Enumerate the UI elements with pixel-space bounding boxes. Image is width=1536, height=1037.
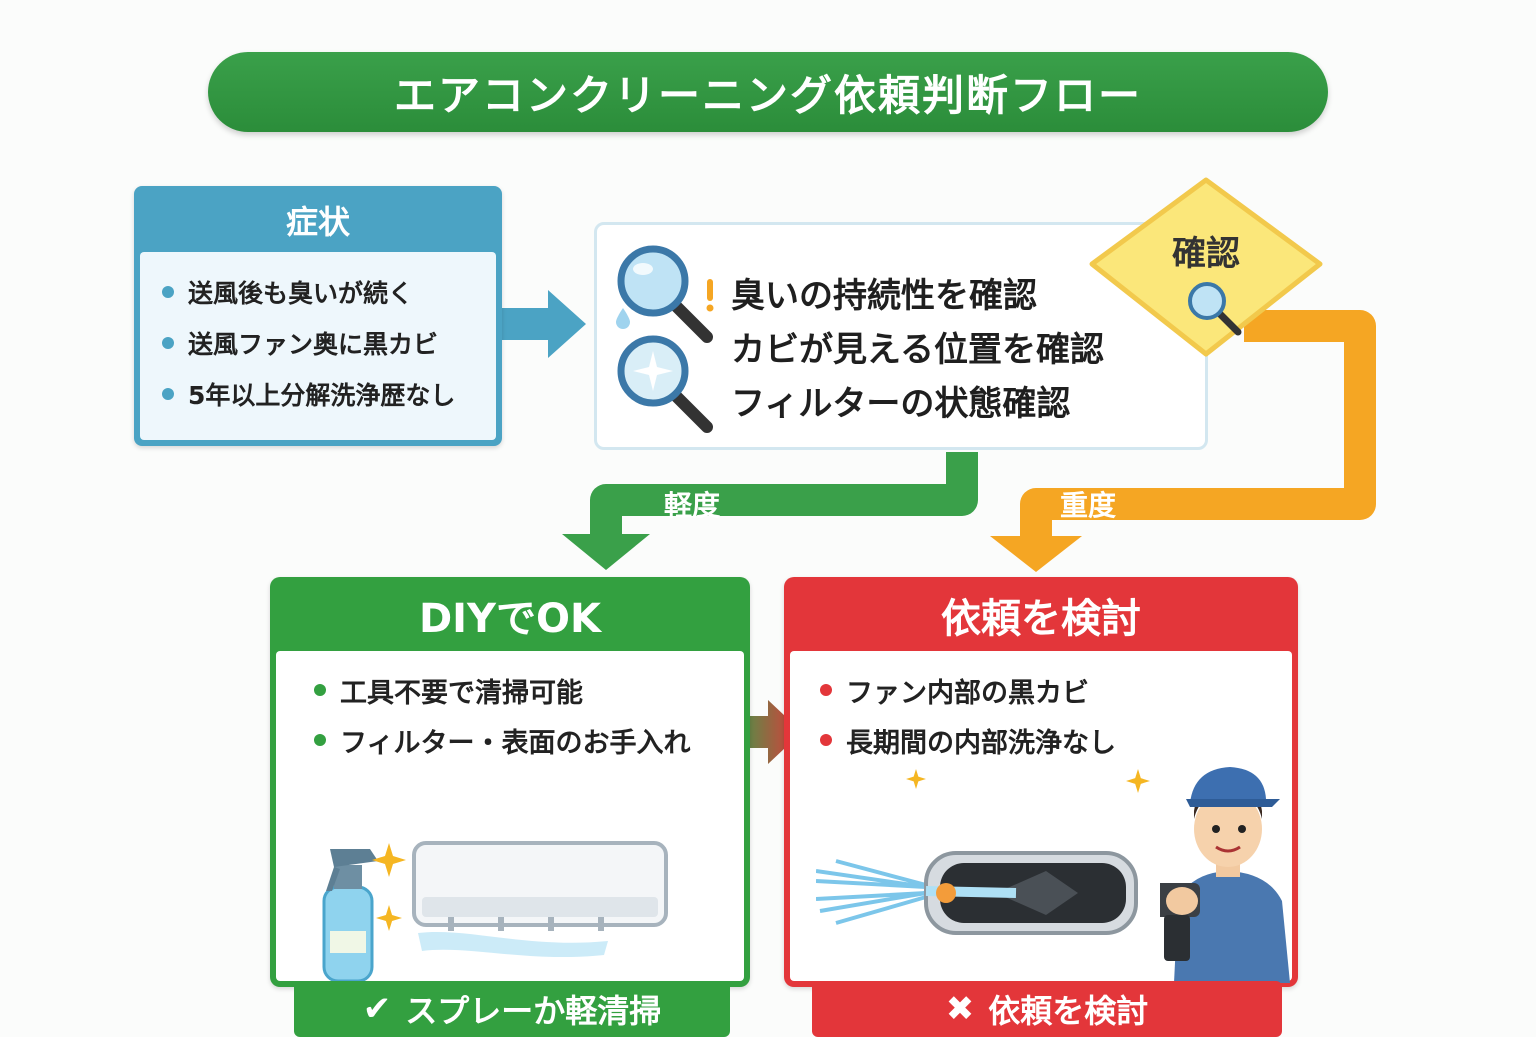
request-box: 依頼を検討 ファン内部の黒カビ 長期間の内部洗浄なし <box>784 577 1298 1037</box>
diy-list: 工具不要で清掃可能 フィルター・表面のお手入れ <box>314 665 690 765</box>
diy-heading: DIYでOK <box>418 596 602 642</box>
water-drop-icon <box>616 308 630 329</box>
bullet-dot <box>162 336 174 349</box>
checkmark-icon: ✔ <box>362 989 392 1029</box>
spray-bottle-icon <box>322 849 378 983</box>
bullet-dot <box>820 734 832 746</box>
diy-box: DIYでOK 工具不要で清掃可能 フィルター・表面のお手入れ <box>270 577 750 1037</box>
bullet-dot <box>314 684 326 696</box>
symptoms-box: 症状 送風後も臭いが続く 送風ファン奥に黒カビ 5年以上分解洗浄歴なし <box>134 186 502 446</box>
diy-result-label: スプレーか軽清掃 <box>405 992 662 1030</box>
confirm-box: 臭いの持続性を確認 カビが見える位置を確認 フィルターの状態確認 <box>594 222 1208 450</box>
magnifier-sparkle-icon <box>617 335 713 433</box>
decision-label: 確認 <box>1172 234 1240 274</box>
request-body: ファン内部の黒カビ 長期間の内部洗浄なし <box>790 651 1292 1037</box>
sparkle-icon <box>1126 769 1150 793</box>
request-result-banner: ✖ 依頼を検討 <box>812 981 1282 1037</box>
symptoms-heading: 症状 <box>285 203 350 241</box>
list-item: フィルター・表面のお手入れ <box>314 715 690 765</box>
bullet-dot <box>162 285 174 298</box>
sparkle-icon <box>376 905 402 931</box>
air-conditioner-icon <box>412 841 668 957</box>
list-item: 送風ファン奥に黒カビ <box>162 317 496 368</box>
magnifier-icon <box>1188 282 1242 336</box>
cross-icon: ✖ <box>945 989 975 1029</box>
branch-label-severe: 重度 <box>1060 489 1117 522</box>
exclamation-icon <box>706 279 714 312</box>
technician-icon <box>1160 767 1290 983</box>
list-item: 5年以上分解洗浄歴なし <box>162 368 496 419</box>
confirm-list: 臭いの持続性を確認 カビが見える位置を確認 フィルターの状態確認 <box>731 269 1104 431</box>
diy-body: 工具不要で清掃可能 フィルター・表面のお手入れ <box>276 651 744 1037</box>
bullet-dot <box>162 387 174 400</box>
fan-cleaning-icon <box>816 851 1138 935</box>
arrow-severe-head <box>990 536 1082 572</box>
arrow-severe-path <box>1020 310 1376 540</box>
sparkle-icon <box>372 843 406 877</box>
bullet-dot <box>820 684 832 696</box>
list-item: 送風後も臭いが続く <box>162 266 496 317</box>
request-result-label: 依頼を検討 <box>988 992 1149 1030</box>
list-item: カビが見える位置を確認 <box>731 330 1104 370</box>
title-banner: エアコンクリーニング依頼判断フロー <box>208 52 1328 132</box>
magnifier-icon <box>617 245 713 343</box>
branch-label-mild: 軽度 <box>664 489 721 522</box>
arrow-mild-head <box>562 534 650 570</box>
list-item: 臭いの持続性を確認 <box>731 276 1037 316</box>
arrow-symptoms-to-confirm <box>500 290 586 358</box>
list-item: 工具不要で清掃可能 <box>314 665 690 715</box>
request-heading: 依頼を検討 <box>941 596 1141 642</box>
diy-result-banner: ✔ スプレーか軽清掃 <box>294 981 730 1037</box>
bullet-dot <box>314 734 326 746</box>
decision-diamond: 確認 <box>1088 176 1324 358</box>
list-item: フィルターの状態確認 <box>731 384 1071 424</box>
sparkle-icon <box>906 769 926 789</box>
list-item: 長期間の内部洗浄なし <box>820 715 1116 765</box>
diamond-shape <box>1089 177 1323 357</box>
arrow-mild-path <box>590 452 978 538</box>
list-item: ファン内部の黒カビ <box>820 665 1116 715</box>
symptoms-list: 送風後も臭いが続く 送風ファン奥に黒カビ 5年以上分解洗浄歴なし <box>140 252 496 440</box>
page-title: エアコンクリーニング依頼判断フロー <box>393 70 1142 120</box>
request-list: ファン内部の黒カビ 長期間の内部洗浄なし <box>820 665 1116 765</box>
